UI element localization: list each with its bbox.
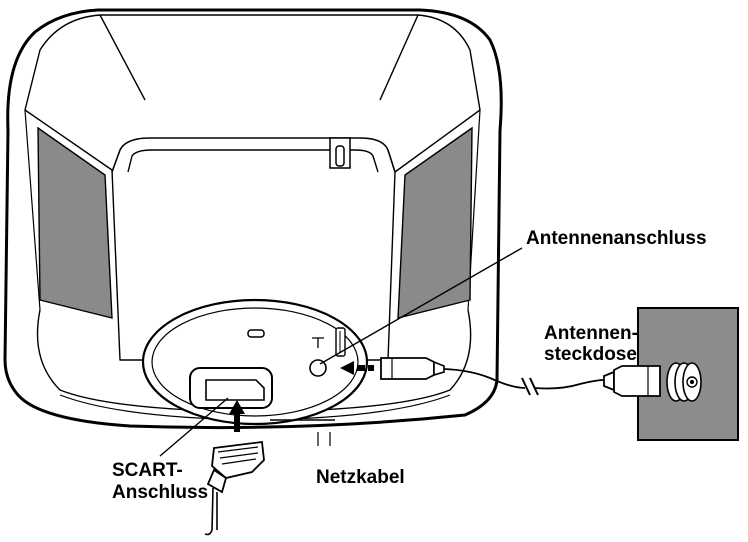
tv-rear-housing	[3, 8, 503, 430]
label-antenna-connector: Antennenanschluss	[526, 228, 707, 249]
label-power-cable: Netzkabel	[316, 467, 405, 488]
top-clip	[329, 137, 351, 169]
callout-scart	[159, 397, 229, 457]
scart-plug	[204, 400, 265, 536]
wall-side-plug	[603, 370, 615, 392]
callout-lines	[159, 247, 523, 457]
label-antenna-socket-line2: steckdose	[544, 344, 637, 365]
antenna-symbol-icon	[312, 337, 324, 348]
scart-socket	[189, 367, 273, 409]
callout-antenna-connector	[319, 247, 523, 365]
tv-top-frame	[111, 137, 396, 173]
label-antenna-socket-line1: Antennen-	[544, 323, 638, 344]
tv-outer-shell	[3, 8, 503, 430]
wall-socket-coax	[666, 362, 702, 402]
tv-antenna-jack	[309, 327, 346, 377]
tv-side-plug	[380, 357, 435, 380]
scart-insert-arrow	[229, 400, 245, 432]
well-small-slot	[247, 329, 265, 338]
arrow-icon	[340, 361, 374, 375]
antenna-insert-arrow	[340, 361, 354, 375]
power-cable-stub	[270, 419, 335, 446]
left-side-panel	[37, 126, 113, 319]
label-scart-line1: SCART-	[112, 460, 183, 481]
antenna-cable	[380, 357, 661, 397]
right-side-panel	[397, 126, 473, 319]
label-scart-line2: Anschluss	[112, 482, 208, 503]
